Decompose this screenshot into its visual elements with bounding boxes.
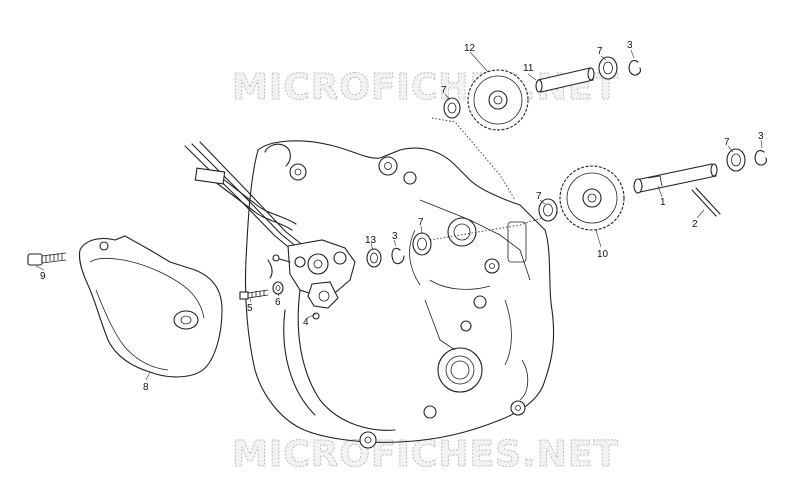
part-7-washer-right <box>726 148 746 172</box>
part-3-circlip-top <box>628 60 641 76</box>
callout-10: 10 <box>597 249 609 260</box>
part-12-gear-upper <box>467 69 529 131</box>
callout-7-top: 7 <box>597 46 603 57</box>
part-7-washer-mid <box>538 198 558 222</box>
crankcase <box>244 140 555 449</box>
wire-harness <box>184 141 305 279</box>
callout-3-right: 3 <box>758 131 764 142</box>
part-13-oring <box>366 248 382 268</box>
part-6-washer <box>272 281 284 295</box>
callout-1: 1 <box>660 197 666 208</box>
wire-clamp <box>194 167 226 185</box>
watermark-bottom: MICROFICHES.NET <box>232 434 619 475</box>
leader-lines <box>35 49 763 381</box>
part-3-circlip-mid <box>391 247 405 265</box>
part-3-circlip-right <box>754 150 767 166</box>
part-10-gear-lower <box>559 165 625 231</box>
callout-4: 4 <box>303 317 309 328</box>
callout-7-mid: 7 <box>536 191 542 202</box>
part-9-bolt <box>27 252 67 266</box>
part-7-washer-center <box>412 232 432 256</box>
callout-7-right: 7 <box>724 137 730 148</box>
boss-top <box>378 156 398 176</box>
part-5-bolt <box>239 289 269 300</box>
part-1-shaft <box>633 163 718 194</box>
callout-8: 8 <box>143 382 149 393</box>
alignment-line-top <box>431 117 516 201</box>
boss-top-left <box>289 163 307 181</box>
oil-pump-assembly <box>272 239 356 320</box>
callout-2: 2 <box>692 219 698 230</box>
callout-3-top: 3 <box>627 40 633 51</box>
part-2-pin <box>691 189 717 217</box>
part-11-pin <box>535 67 595 93</box>
part-8-cover <box>78 235 223 378</box>
callout-7-topleft: 7 <box>441 85 447 96</box>
callout-7-center: 7 <box>418 217 424 228</box>
part-7-washer-topleft <box>443 97 461 119</box>
part-7-washer-top <box>598 56 618 80</box>
callout-9: 9 <box>40 271 46 282</box>
callout-12: 12 <box>464 43 476 54</box>
callout-3-mid: 3 <box>392 231 398 242</box>
callout-11: 11 <box>523 63 534 74</box>
crank-bore <box>437 347 483 393</box>
callouts: 12 11 7 3 7 7 3 7 10 1 2 13 3 7 4 5 6 9 … <box>40 40 764 393</box>
callout-6: 6 <box>275 297 281 308</box>
callout-5: 5 <box>247 303 253 314</box>
callout-13: 13 <box>365 235 377 246</box>
